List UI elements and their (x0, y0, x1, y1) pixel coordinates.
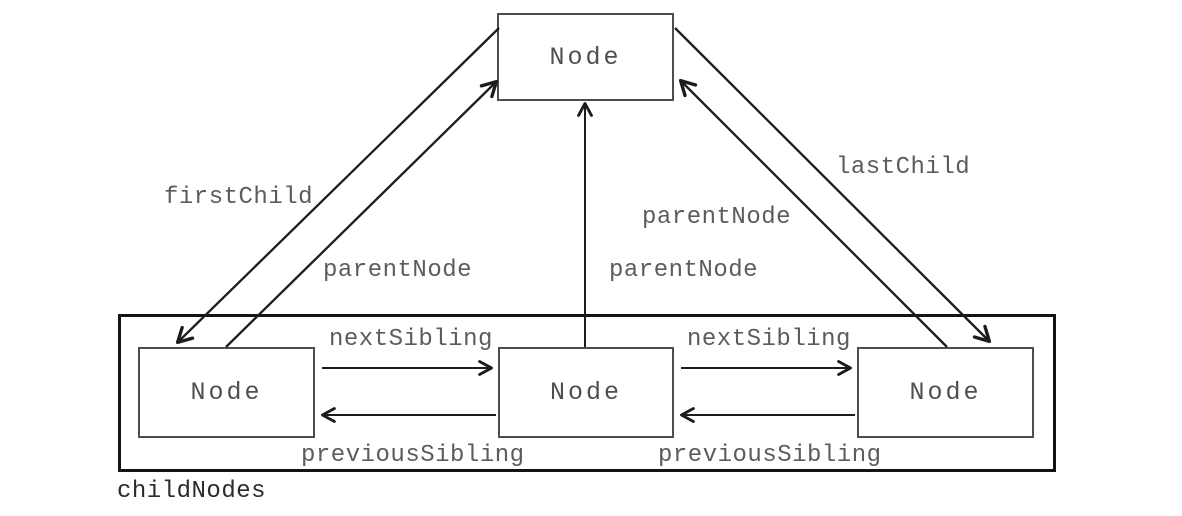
next-sibling-label-left: nextSibling (329, 326, 493, 353)
child-node-middle-label: Node (549, 378, 622, 407)
parent-node-label-left: parentNode (323, 257, 473, 284)
child-nodes-label: childNodes (117, 478, 267, 505)
previous-sibling-label-right: previousSibling (658, 442, 882, 469)
child-node-right-label: Node (909, 378, 982, 407)
child-node-box-middle: Node (498, 347, 674, 438)
last-child-label: lastChild (836, 154, 971, 181)
parent-node-label: Node (549, 42, 622, 72)
child-node-box-left: Node (138, 347, 315, 438)
previous-sibling-label-left: previousSibling (301, 442, 525, 469)
child-node-left-label: Node (190, 378, 263, 407)
first-child-label: firstChild (164, 184, 314, 211)
parent-node-box: Node (497, 13, 674, 101)
next-sibling-label-right: nextSibling (687, 326, 851, 353)
parent-node-label-middle: parentNode (609, 257, 759, 284)
last-child-arrow (674, 27, 992, 344)
child-nodes-container (118, 314, 1056, 472)
parent-node-arrow-left (225, 79, 499, 348)
parent-node-label-upper-right: parentNode (642, 204, 792, 231)
child-node-box-right: Node (857, 347, 1034, 438)
